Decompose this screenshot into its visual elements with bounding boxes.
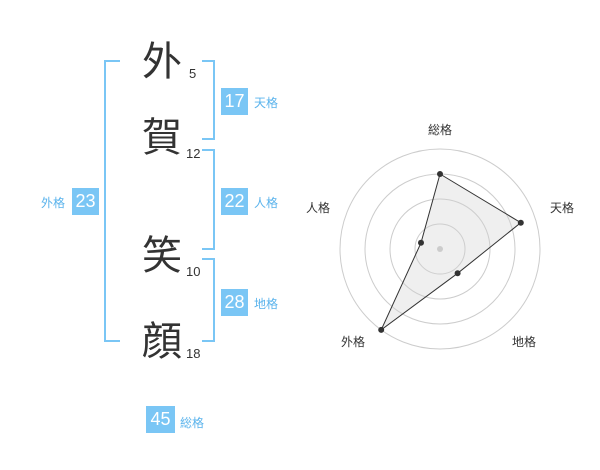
stroke-count-1: 5	[189, 66, 197, 81]
radar-area	[380, 173, 522, 331]
axis-label-tenkaku: 天格	[550, 200, 574, 215]
stroke-count-3: 10	[186, 264, 201, 279]
radar-point	[517, 219, 524, 226]
axis-label-chikaku: 地格	[512, 334, 536, 349]
radar-point	[454, 270, 461, 277]
radar-ring	[339, 148, 541, 350]
radar-point	[418, 239, 424, 246]
name-char-2: 賀	[142, 115, 182, 161]
soukaku-value-badge: 45	[146, 406, 175, 433]
tenkaku-bracket	[202, 60, 215, 140]
gaikaku-label: 外格	[41, 196, 66, 210]
jinkaku-label: 人格	[254, 196, 279, 210]
radar-center-dot	[437, 246, 443, 252]
tenkaku-value-badge: 17	[221, 88, 248, 115]
stroke-count-2: 12	[186, 146, 201, 161]
name-char-3: 笑	[142, 233, 182, 279]
radar-ring	[414, 223, 466, 275]
jinkaku-value-badge: 22	[221, 188, 248, 215]
jinkaku-bracket	[202, 149, 215, 250]
radar-point	[378, 326, 385, 333]
gaikaku-value-badge: 23	[72, 188, 99, 215]
radar-ring	[389, 198, 491, 300]
chikaku-value-badge: 28	[221, 289, 248, 316]
radar-point	[437, 171, 443, 177]
tenkaku-label: 天格	[254, 96, 279, 110]
axis-label-gaikaku: 外格	[341, 334, 365, 349]
axis-label-jinkaku: 人格	[306, 200, 330, 215]
chikaku-label: 地格	[254, 297, 279, 311]
name-char-1: 外	[142, 39, 182, 85]
name-char-4: 顔	[142, 319, 182, 365]
stroke-count-4: 18	[186, 346, 201, 361]
gaikaku-bracket	[104, 60, 120, 342]
axis-label-soukaku: 総格	[428, 122, 452, 137]
chikaku-bracket	[202, 258, 215, 342]
soukaku-label: 総格	[180, 416, 205, 430]
